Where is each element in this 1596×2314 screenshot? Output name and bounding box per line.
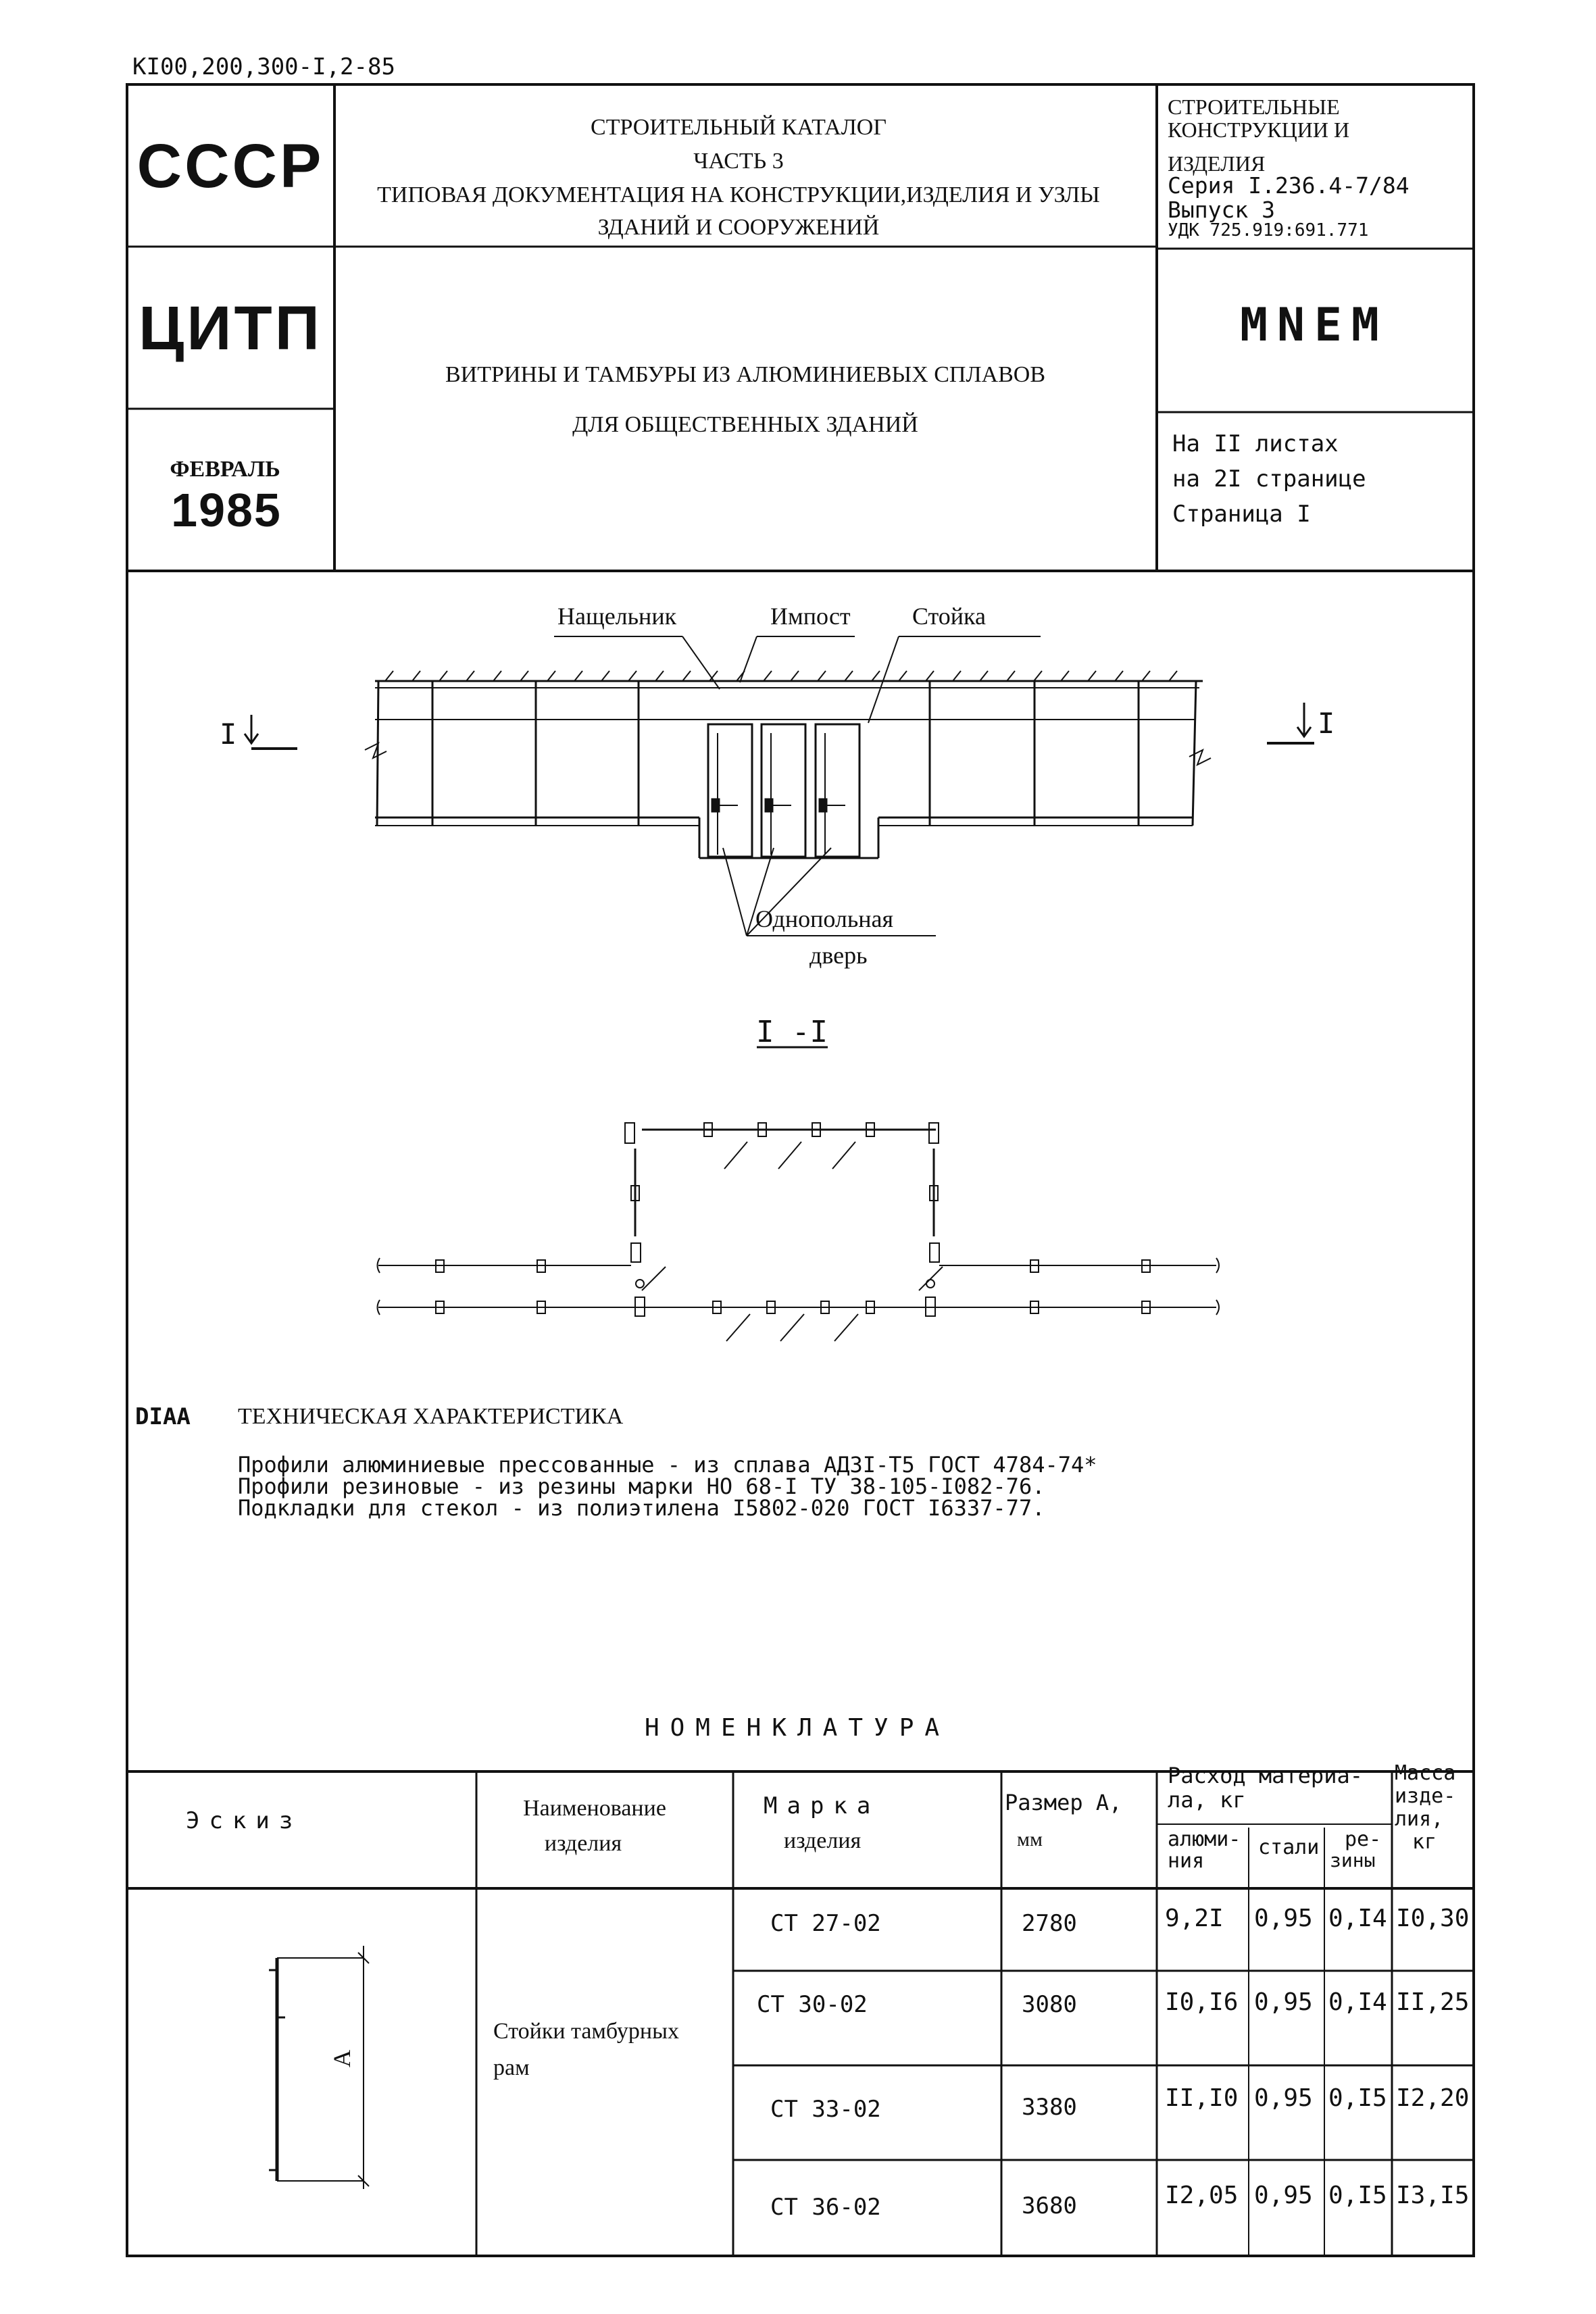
- header-size-2: мм: [1017, 1828, 1043, 1851]
- row-size: 3380: [1022, 2094, 1077, 2121]
- row-steel: 0,95: [1254, 2182, 1313, 2209]
- header-mass-3: лия,: [1395, 1807, 1444, 1831]
- plan-view: [243, 636, 1314, 1049]
- row-aluminum: I0,I6: [1165, 1988, 1239, 2016]
- catalog-line-3: ТИПОВАЯ ДОКУМЕНТАЦИЯ НА КОНСТРУКЦИИ,ИЗДЕ…: [377, 182, 1100, 207]
- udc-label: УДК 725.919:691.771: [1168, 220, 1369, 241]
- label-door-2: дверь: [809, 942, 868, 969]
- row-mark: СТ 27-02: [770, 1910, 881, 1937]
- page-number: Страница I: [1172, 501, 1311, 528]
- row-mass: I2,20: [1396, 2084, 1470, 2112]
- section-mark-right: I: [1318, 707, 1335, 740]
- row-aluminum: 9,2I: [1165, 1905, 1224, 1932]
- row-mass: I3,I5: [1396, 2182, 1470, 2209]
- section-line-1: СТРОИТЕЛЬНЫЕ: [1168, 95, 1340, 119]
- header-name-2: изделия: [544, 1831, 622, 1856]
- header-mark-2: изделия: [784, 1828, 862, 1853]
- issue-label: Выпуск 3: [1168, 197, 1275, 223]
- tech-line-3: Подкладки для стекол - из полиэтилена I5…: [238, 1495, 1045, 1521]
- tech-line-1: Профили алюминиевые прессованные - из сп…: [238, 1452, 1097, 1478]
- section-line-2: КОНСТРУКЦИИ И: [1168, 118, 1350, 142]
- header-aluminum-1: алюми-: [1168, 1828, 1241, 1851]
- page-count: на 2I странице: [1172, 466, 1366, 493]
- header-name-1: Наименование: [523, 1796, 666, 1821]
- row-size: 3680: [1022, 2192, 1077, 2219]
- label-nashchelnik: Нащельник: [557, 603, 677, 630]
- sketch-dimension-label: А: [328, 2050, 355, 2067]
- code-label: MNEM: [1240, 299, 1389, 352]
- header-aluminum-2: ния: [1168, 1849, 1205, 1873]
- row-steel: 0,95: [1254, 1988, 1313, 2016]
- header-consumption-1: Расход материа-: [1168, 1763, 1363, 1788]
- header-size-1: Размер А,: [1005, 1790, 1122, 1815]
- header-mass-2: изде-: [1395, 1784, 1456, 1808]
- doc-code: КI00,200,300-I,2-85: [132, 53, 395, 80]
- section-title: I -I: [756, 1015, 828, 1049]
- catalog-line-1: СТРОИТЕЛЬНЫЙ КАТАЛОГ: [591, 115, 887, 140]
- tech-line-2: Профили резиновые - из резины марки НО 6…: [238, 1474, 1045, 1499]
- nomenclature-title: НОМЕНКЛАТУРА: [644, 1714, 951, 1742]
- header-sketch: Эскиз: [186, 1807, 303, 1834]
- title-line-2: ДЛЯ ОБЩЕСТВЕННЫХ ЗДАНИЙ: [572, 412, 918, 437]
- series-label: Серия I.236.4-7/84: [1168, 172, 1410, 199]
- header-rubber-1: ре-: [1345, 1828, 1382, 1851]
- row-rubber: 0,I4: [1328, 1988, 1387, 2016]
- section-line-3: ИЗДЕЛИЯ: [1168, 151, 1266, 176]
- label-impost: Импост: [770, 603, 851, 630]
- month-label: ФЕВРАЛЬ: [170, 457, 280, 482]
- country-label: СССР: [136, 132, 324, 201]
- tech-heading: ТЕХНИЧЕСКАЯ ХАРАКТЕРИСТИКА: [238, 1404, 624, 1429]
- row-aluminum: I2,05: [1165, 2182, 1239, 2209]
- catalog-line-4: ЗДАНИЙ И СООРУЖЕНИЙ: [597, 215, 880, 240]
- header-mass-1: Масса: [1395, 1761, 1456, 1785]
- nomenclature-grid: [127, 1770, 1474, 2256]
- sheet-count: На II листах: [1172, 430, 1339, 457]
- row-mark: СТ 33-02: [770, 2096, 881, 2123]
- header-mass-4: кг: [1412, 1830, 1437, 1854]
- row-rubber: 0,I5: [1328, 2182, 1387, 2209]
- header-rubber-2: зины: [1330, 1849, 1376, 1871]
- product-name-1: Стойки тамбурных: [493, 2019, 679, 2044]
- row-rubber: 0,I4: [1328, 1905, 1387, 1932]
- section-view: [376, 1122, 1220, 1342]
- row-size: 2780: [1022, 1910, 1077, 1937]
- header-mark-1: Марка: [764, 1792, 880, 1819]
- row-mark: СТ 30-02: [757, 1991, 868, 2018]
- product-name-2: рам: [493, 2055, 530, 2080]
- label-door-1: Однопольная: [755, 905, 894, 932]
- row-size: 3080: [1022, 1991, 1077, 2018]
- row-steel: 0,95: [1254, 2084, 1313, 2112]
- row-steel: 0,95: [1254, 1905, 1313, 1932]
- header-consumption-2: ла, кг: [1168, 1787, 1246, 1813]
- label-stoika: Стойка: [912, 603, 986, 630]
- org-label: ЦИТП: [139, 294, 322, 363]
- row-mass: I0,30: [1396, 1905, 1470, 1932]
- header-steel: стали: [1258, 1836, 1320, 1859]
- row-aluminum: II,I0: [1165, 2084, 1239, 2112]
- year-label: 1985: [171, 484, 282, 536]
- row-rubber: 0,I5: [1328, 2084, 1387, 2112]
- title-line-1: ВИТРИНЫ И ТАМБУРЫ ИЗ АЛЮМИНИЕВЫХ СПЛАВОВ: [445, 362, 1045, 387]
- tech-code: DIAA: [135, 1403, 191, 1430]
- row-mass: II,25: [1396, 1988, 1470, 2016]
- row-mark: СТ 36-02: [770, 2194, 881, 2221]
- section-mark-left: I: [220, 718, 237, 751]
- catalog-line-2: ЧАСТЬ 3: [693, 149, 784, 174]
